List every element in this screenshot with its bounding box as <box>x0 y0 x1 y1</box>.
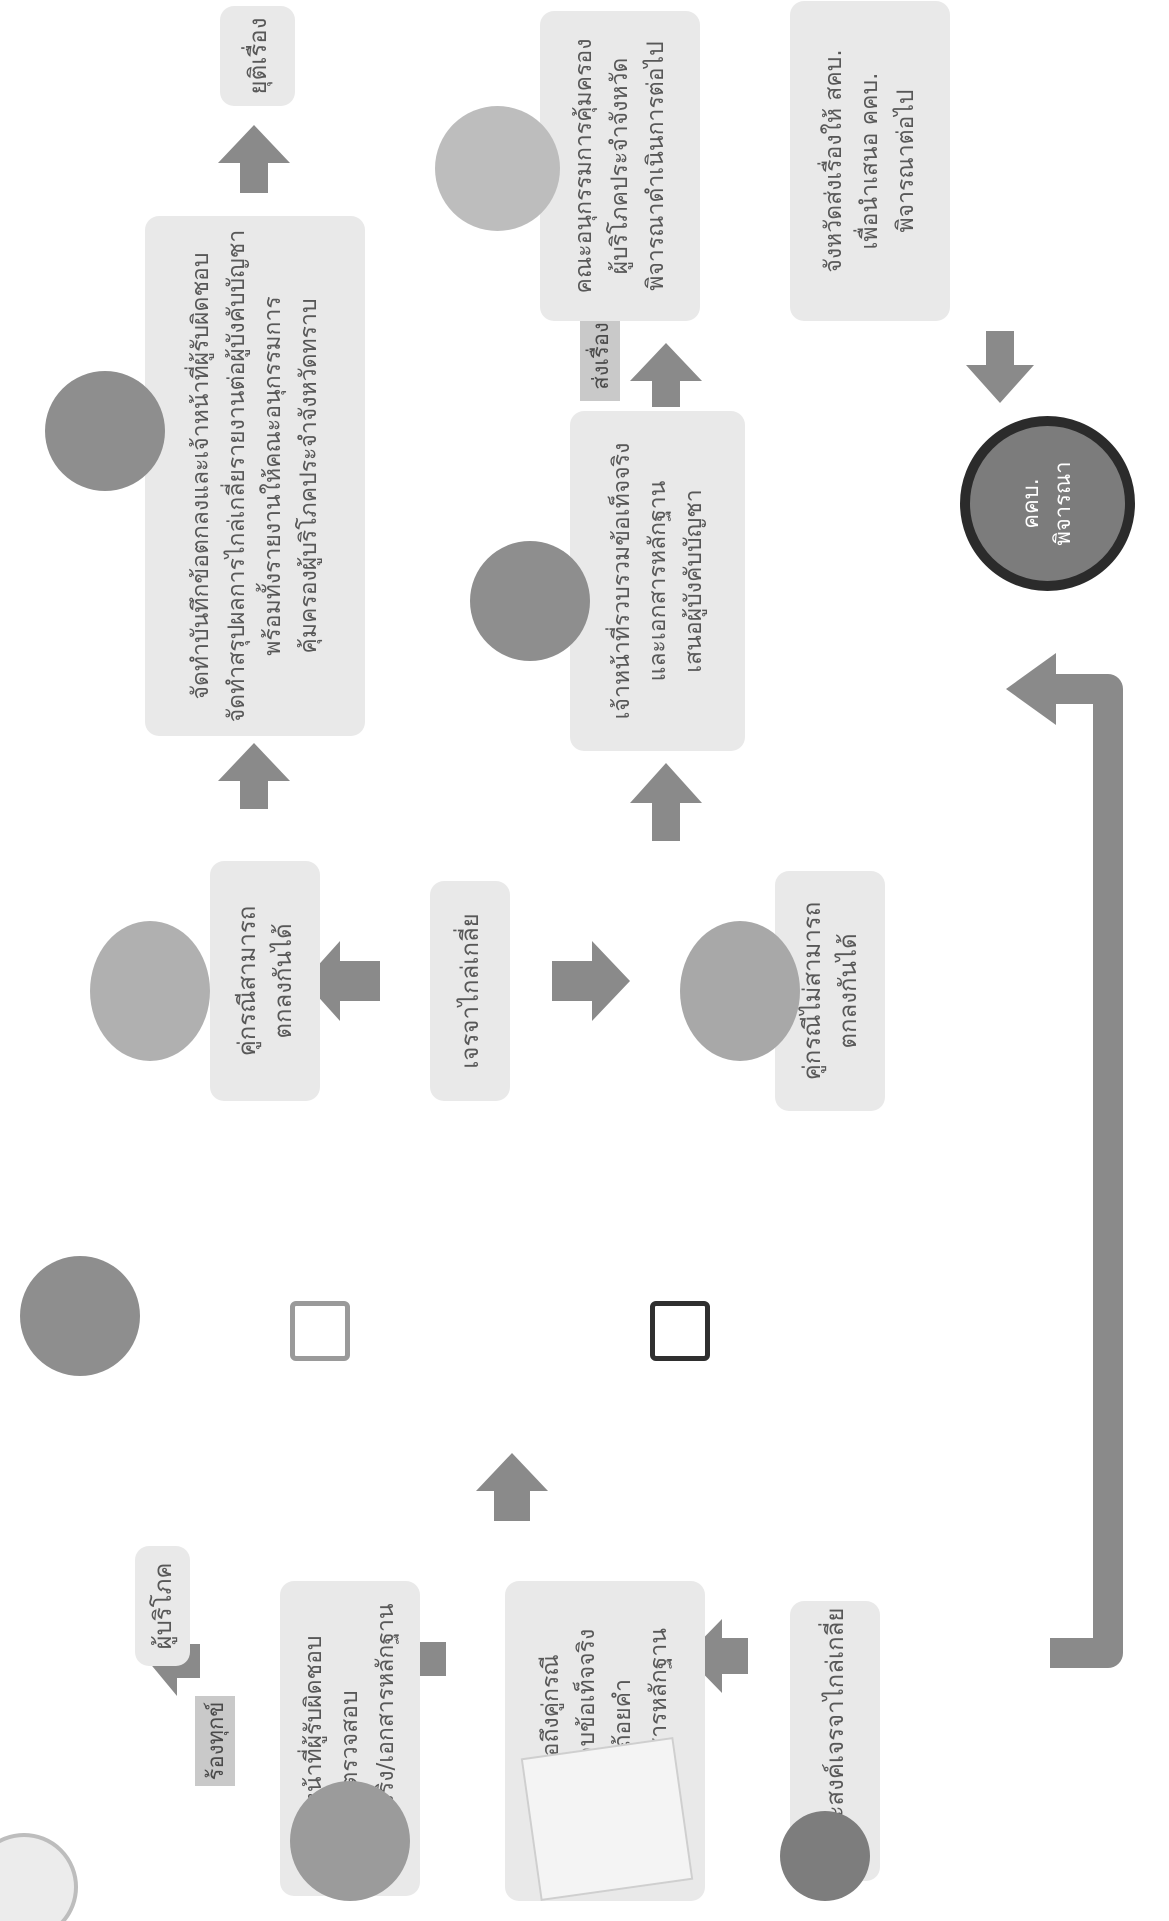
subcommittee-box: คณะอนุกรรมการคุ้มครอง ผู้บริโภคประจำจังห… <box>540 11 700 321</box>
arrow-letter-to-mediation <box>476 1453 548 1521</box>
arrow-letter-to-nomediation <box>686 1619 748 1693</box>
agree-people-avatar <box>90 921 210 1061</box>
complaint-tag: ร้องทุกข์ <box>195 1696 235 1786</box>
end-label: ยุติเรื่อง <box>243 17 272 95</box>
agree-box: คู่กรณีสามารถ ตกลงกันได้ <box>210 861 320 1101</box>
record-box: จัดทำบันทึกข้อตกลงและเจ้าหน้าที่ผู้รับผิ… <box>145 216 365 736</box>
officer-avatar <box>290 1781 410 1901</box>
mediation-box: เจรจาไกล่เกลี่ย <box>430 881 510 1101</box>
province-line-1: จังหวัดส่งเรื่องให้ สคบ. <box>821 49 847 273</box>
arrow-mediation-to-disagree <box>552 941 630 1021</box>
kkb-line-1: คคบ. <box>1018 478 1044 529</box>
arrow-collect-to-sub <box>630 343 702 407</box>
collect-line-2: และเอกสารหลักฐาน <box>644 480 671 682</box>
cross-mark-icon <box>650 1301 710 1361</box>
send-tag: ส่งเรื่อง <box>580 311 620 401</box>
record-line-3: พร้อมทั้งรายงานให้คณะอนุกรรมการ <box>260 296 286 656</box>
province-box: จังหวัดส่งเรื่องให้ สคบ. เพื่อนำเสนอ คคบ… <box>790 1 950 321</box>
disagree-line-2: ตกลงกันได้ <box>834 933 862 1049</box>
check-mark-icon <box>290 1301 350 1361</box>
arrow-record-to-end <box>218 125 290 193</box>
no-burst-icon <box>780 1811 870 1901</box>
agree-line-1: คู่กรณีสามารถ <box>233 905 261 1057</box>
disagree-people-avatar <box>680 921 800 1061</box>
record-line-4: คุ้มครองผู้บริโภคประจำจังหวัดทราบ <box>296 298 322 654</box>
kkb-circle: คคบ. พิจารณา <box>960 416 1135 591</box>
province-line-2: เพื่อนำเสนอ คคบ. <box>857 72 883 250</box>
arrow-agree-to-record <box>218 743 290 809</box>
province-line-3: พิจารณาต่อไป <box>893 89 919 233</box>
consumer-avatar <box>20 1256 140 1376</box>
arrow-nomediation-to-collect <box>1050 674 1123 1668</box>
mediation-label: เจรจาไกล่เกลี่ย <box>456 913 484 1069</box>
officer-check-line-2: ตรวจสอบ <box>337 1690 363 1787</box>
sub-line-2: ผู้บริโภคประจำจังหวัด <box>607 57 633 275</box>
building-icon <box>435 106 560 231</box>
sub-line-3: พิจารณาดำเนินการต่อไป <box>643 41 669 291</box>
collect-line-1: เจ้าหน้าที่รวบรวมข้อเท็จจริง <box>608 442 635 720</box>
sub-line-1: คณะอนุกรรมการคุ้มครอง <box>571 38 597 294</box>
collect-line-3: เสนอผู้บังคับบัญชา <box>680 489 707 673</box>
record-line-2: จัดทำสรุปผลการไกล่เกลี่ยรายงานต่อผู้บังค… <box>224 229 250 723</box>
consumer-box: ผู้บริโภค <box>135 1546 190 1666</box>
record-officer-avatar <box>45 371 165 491</box>
kkb-line-2: พิจารณา <box>1050 461 1076 546</box>
send-tag-label: ส่งเรื่อง <box>588 322 614 390</box>
collect-officer-avatar <box>470 541 590 661</box>
arrow-mediation-to-agree <box>304 941 380 1021</box>
record-line-1: จัดทำบันทึกข้อตกลงและเจ้าหน้าที่ผู้รับผิ… <box>188 252 214 700</box>
arrow-disagree-to-collect <box>630 763 702 841</box>
collect-box: เจ้าหน้าที่รวบรวมข้อเท็จจริง และเอกสารหล… <box>570 411 745 751</box>
complaint-tag-label: ร้องทุกข์ <box>203 1701 229 1781</box>
agree-line-2: ตกลงกันได้ <box>269 923 297 1039</box>
documents-icon <box>520 1736 694 1902</box>
consumer-label: ผู้บริโภค <box>148 1562 177 1650</box>
end-box: ยุติเรื่อง <box>220 6 295 106</box>
arrow-province-to-kkb <box>966 331 1034 403</box>
